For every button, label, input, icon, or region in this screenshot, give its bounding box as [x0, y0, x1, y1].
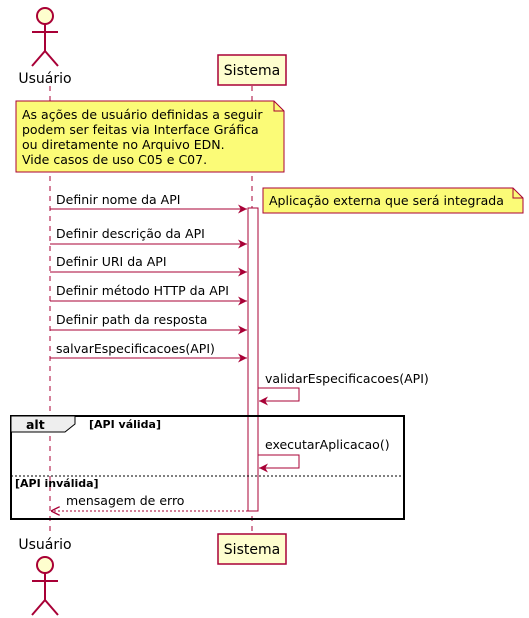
- message-label: validarEspecificacoes(API): [265, 371, 429, 386]
- message-label: Definir path da resposta: [56, 312, 207, 327]
- message-7-self: validarEspecificacoes(API): [258, 371, 429, 406]
- note-top-line-4: Vide casos de uso C05 e C07.: [22, 152, 207, 167]
- note-shape: [262, 187, 524, 214]
- note-right: Aplicação externa que será integrada: [262, 187, 524, 214]
- message-5: Definir path da resposta: [50, 312, 247, 335]
- system-participant-label: Sistema: [224, 542, 280, 558]
- message-arrow: [258, 454, 300, 473]
- message-3: Definir URI da API: [50, 254, 247, 277]
- system-participant-bottom: Sistema: [217, 533, 287, 565]
- participant-box: [217, 54, 287, 86]
- message-label: Definir URI da API: [56, 254, 167, 269]
- note-shape: [15, 100, 285, 173]
- note-top: As ações de usuário definidas a seguir p…: [15, 100, 285, 173]
- message-label: Definir descrição da API: [56, 226, 205, 241]
- alt-keyword: alt: [26, 417, 45, 432]
- user-actor-label: Usuário: [18, 537, 71, 553]
- message-label: Definir método HTTP da API: [56, 283, 229, 298]
- note-top-line-2: podem ser feitas via Interface Gráfica: [22, 122, 259, 137]
- user-actor-bottom: Usuário: [18, 537, 72, 616]
- system-participant-top: Sistema: [217, 54, 287, 86]
- message-label: mensagem de erro: [66, 493, 184, 508]
- message-label: salvarEspecificacoes(API): [56, 341, 215, 356]
- actor-icon: [31, 556, 59, 616]
- message-6: salvarEspecificacoes(API): [50, 341, 247, 363]
- message-arrow: [258, 387, 300, 406]
- message-4: Definir método HTTP da API: [50, 283, 247, 306]
- note-top-line-3: ou diretamente no Arquivo EDN.: [22, 137, 225, 152]
- note-top-line-1: As ações de usuário definidas a seguir: [22, 107, 263, 122]
- message-label: Definir nome da API: [56, 192, 180, 207]
- message-9-return: mensagem de erro: [51, 493, 248, 511]
- message-8-self: executarAplicacao(): [258, 437, 390, 473]
- participant-box: [217, 533, 287, 565]
- alt-frame: [10, 415, 405, 520]
- alt-guard-valid: [API válida]: [89, 418, 161, 431]
- system-activation-bar: [247, 207, 259, 512]
- message-label: executarAplicacao(): [265, 437, 390, 452]
- note-fold: [512, 188, 523, 199]
- message-2: Definir descrição da API: [50, 226, 247, 249]
- alt-fragment: alt [API válida] [API inválida]: [10, 415, 405, 520]
- alt-guard-invalid: [API inválida]: [15, 477, 99, 490]
- user-actor-top: Usuário: [18, 7, 72, 87]
- system-participant-label: Sistema: [224, 63, 280, 79]
- note-fold: [273, 101, 284, 112]
- user-actor-label: Usuário: [18, 71, 71, 87]
- actor-icon: [31, 7, 59, 67]
- alt-keyword-tab: [10, 415, 76, 433]
- message-1: Definir nome da API: [50, 192, 247, 214]
- note-right-text: Aplicação externa que será integrada: [269, 193, 504, 208]
